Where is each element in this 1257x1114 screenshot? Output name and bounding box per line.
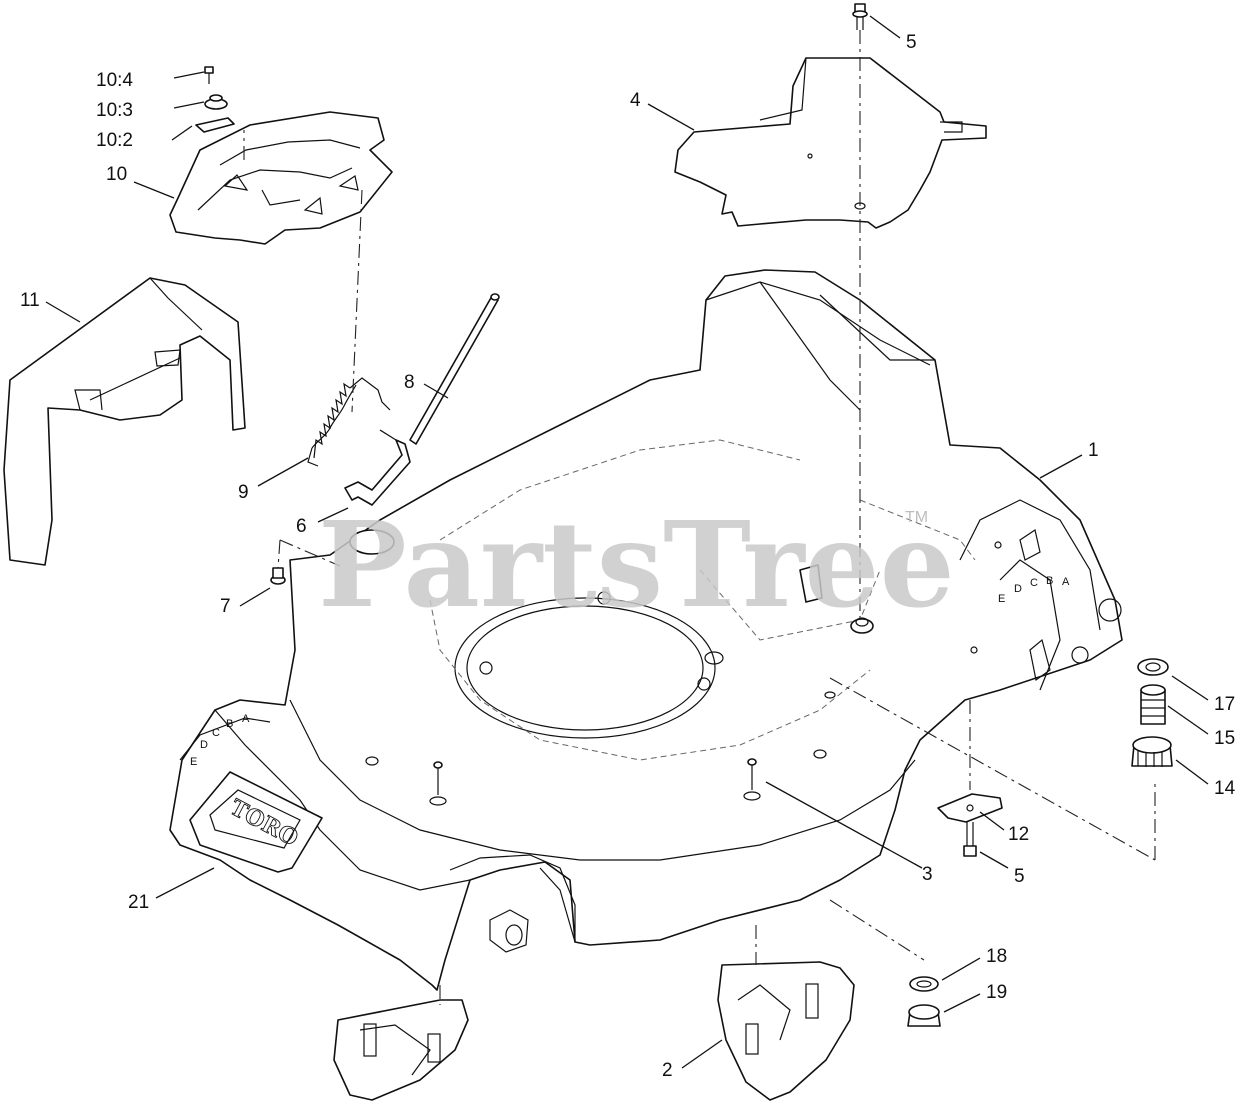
- part-6-bracket[interactable]: [344, 429, 411, 506]
- part-2-skid-plate-right[interactable]: [717, 961, 855, 1101]
- part-2-skid-plate-left[interactable]: [333, 999, 469, 1101]
- part-5-lower-bolt[interactable]: [963, 822, 977, 857]
- part-9-spring[interactable]: [307, 377, 391, 467]
- callout-10-3[interactable]: 10:3: [96, 100, 133, 121]
- callout-11[interactable]: 11: [20, 290, 40, 311]
- callout-4[interactable]: 4: [630, 90, 641, 111]
- callout-7[interactable]: 7: [220, 596, 231, 617]
- part-21-logo-plate[interactable]: TORO: [189, 771, 323, 873]
- rear-height-letter-e: E: [998, 593, 1005, 605]
- callout-3[interactable]: 3: [922, 864, 933, 885]
- callout-10[interactable]: 10: [106, 164, 127, 185]
- watermark-trademark: TM: [905, 509, 928, 526]
- height-letter-a: A: [242, 713, 250, 725]
- callout-19[interactable]: 19: [986, 982, 1007, 1003]
- callout-10-2[interactable]: 10:2: [96, 130, 133, 151]
- part-12-plate[interactable]: [937, 793, 1003, 823]
- callout-8[interactable]: 8: [404, 372, 415, 393]
- callout-labels: 1 2 3 4 5 5 6 7 8 9 10 10:2 10:3 10:4 11…: [20, 32, 1236, 1081]
- part-17-washer[interactable]: [1137, 658, 1169, 676]
- part-15-insert[interactable]: [1140, 684, 1166, 725]
- height-letter-c: C: [212, 727, 220, 739]
- callout-6[interactable]: 6: [296, 516, 307, 537]
- part-10-top-cover[interactable]: [169, 111, 393, 245]
- part-3-bolt[interactable]: [429, 758, 761, 806]
- part-4-shield[interactable]: [674, 57, 987, 229]
- callout-2[interactable]: 2: [662, 1060, 673, 1081]
- rear-height-letter-c: C: [1030, 577, 1038, 589]
- part-7-screw[interactable]: [270, 567, 286, 585]
- height-letter-e: E: [190, 756, 197, 768]
- callout-1[interactable]: 1: [1088, 440, 1099, 461]
- part-14-nut[interactable]: [1131, 736, 1173, 767]
- height-letter-d: D: [200, 739, 208, 751]
- part-11-rear-cover[interactable]: [3, 277, 246, 566]
- part-8-rod[interactable]: [409, 293, 500, 445]
- rear-height-letter-a: A: [1062, 576, 1070, 588]
- partstree-watermark: PartsTree TM: [318, 495, 955, 634]
- callout-5-lower[interactable]: 5: [1014, 866, 1025, 887]
- part-10-2-bracket[interactable]: [195, 117, 235, 133]
- part-1-mower-deck[interactable]: E D C B A E D C B A: [169, 269, 1123, 991]
- watermark-text: PartsTree: [318, 495, 955, 634]
- callout-10-4[interactable]: 10:4: [96, 70, 133, 91]
- callout-9[interactable]: 9: [238, 482, 249, 503]
- rear-height-letter-d: D: [1014, 583, 1022, 595]
- callout-21[interactable]: 21: [128, 892, 149, 913]
- callout-14[interactable]: 14: [1214, 778, 1236, 799]
- part-5-top-bolt[interactable]: [852, 3, 868, 30]
- part-10-4-screw[interactable]: [204, 66, 214, 84]
- callout-17[interactable]: 17: [1214, 694, 1235, 715]
- callout-12[interactable]: 12: [1008, 824, 1029, 845]
- callout-5-top[interactable]: 5: [906, 32, 917, 53]
- rear-height-letter-b: B: [1046, 575, 1053, 587]
- assembly-centerlines: [243, 30, 1156, 1005]
- part-10-3-grommet[interactable]: [204, 94, 228, 110]
- callout-18[interactable]: 18: [986, 946, 1007, 967]
- callout-15[interactable]: 15: [1214, 728, 1235, 749]
- leader-lines: [45, 15, 1209, 1069]
- part-18-washer[interactable]: [909, 976, 939, 992]
- height-letter-b: B: [226, 718, 233, 730]
- part-19-nut[interactable]: [907, 1004, 941, 1027]
